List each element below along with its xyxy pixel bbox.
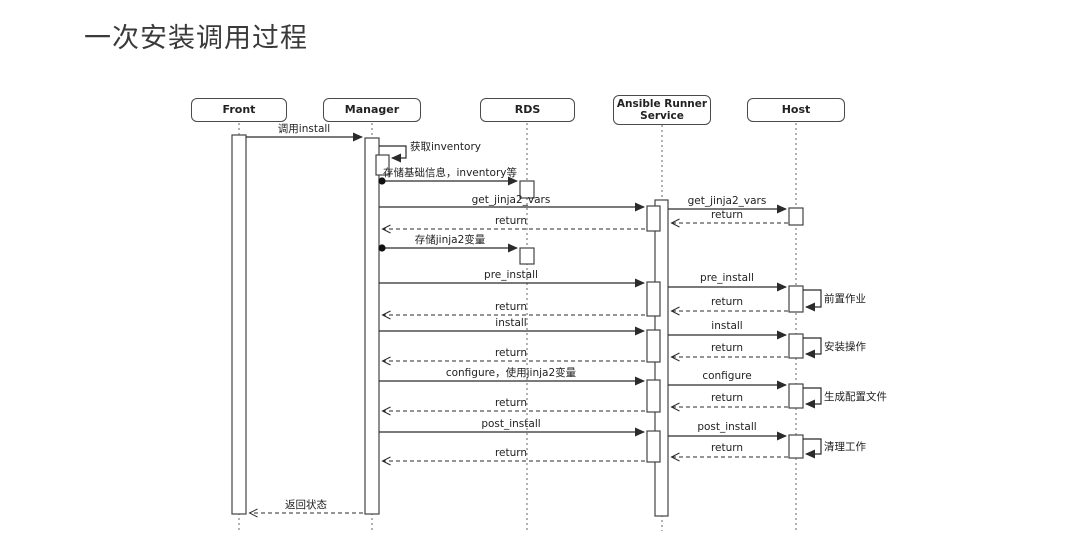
message-label-post-install-1: post_install: [481, 418, 541, 430]
page-title: 一次安装调用过程: [84, 23, 308, 54]
loop-cleanup: [803, 438, 822, 459]
participant-ansible-runner-service: Ansible Runner Service: [613, 95, 711, 125]
message-label-configure-2: configure: [702, 370, 752, 382]
activation-ars-3: [646, 329, 661, 363]
message-label-call-install: 调用install: [277, 123, 331, 135]
activation-front: [231, 134, 247, 515]
message-label-return-2: return: [494, 215, 528, 227]
message-label-return-6: return: [494, 347, 528, 359]
activation-host-4: [788, 383, 804, 409]
participant-manager-label: Manager: [344, 103, 400, 116]
self-call-loops: [379, 145, 822, 459]
activation-host-5: [788, 434, 804, 459]
participant-rds-label: RDS: [514, 103, 541, 116]
activation-ars-1: [646, 205, 661, 232]
message-label-return-4: return: [494, 301, 528, 313]
message-label-install-2: install: [711, 320, 743, 332]
loop-install-op: [803, 337, 822, 359]
message-label-store-basic-info: 存储基础信息，inventory等: [383, 167, 517, 179]
call-arrows: [246, 132, 787, 441]
activation-rds-1: [519, 180, 535, 199]
loop-gen-config: [803, 387, 822, 409]
message-label-return-9: return: [710, 442, 744, 454]
message-label-return-10: return: [494, 447, 528, 459]
participant-rds: RDS: [480, 98, 575, 122]
message-label-return-status: 返回状态: [285, 499, 327, 511]
message-label-return-8: return: [494, 397, 528, 409]
message-label-pre-install-2: pre_install: [700, 272, 754, 284]
participant-host-label: Host: [781, 103, 811, 116]
message-label-get-jinja2-vars-1: get_jinja2_vars: [471, 194, 551, 206]
message-label-pre-install-1: pre_install: [484, 269, 538, 281]
message-label-pre-work: 前置作业: [824, 293, 866, 305]
activation-ars-5: [646, 430, 661, 463]
activation-rds-2: [519, 247, 535, 265]
message-label-install-op: 安装操作: [824, 341, 866, 353]
participant-front-label: Front: [222, 103, 256, 116]
participant-host: Host: [747, 98, 845, 122]
activation-host-1: [788, 207, 804, 226]
participant-front: Front: [191, 98, 287, 122]
loop-pre-work: [803, 289, 822, 312]
activation-manager: [364, 137, 380, 515]
participant-manager: Manager: [323, 98, 421, 122]
message-label-return-1: return: [710, 209, 744, 221]
message-label-return-5: return: [710, 342, 744, 354]
activation-manager-self: [375, 154, 390, 176]
message-label-return-7: return: [710, 392, 744, 404]
activations: [231, 134, 804, 517]
message-label-return-3: return: [710, 296, 744, 308]
loop-get-inventory: [379, 145, 407, 163]
message-label-get-jinja2-vars-2: get_jinja2_vars: [687, 195, 767, 207]
message-label-configure-1: configure，使用jinja2变量: [445, 367, 577, 379]
message-label-install-1: install: [495, 317, 527, 329]
activation-host-2: [788, 285, 804, 313]
activation-ars-4: [646, 379, 661, 413]
activation-ars-2: [646, 281, 661, 317]
message-label-get-inventory: 获取inventory: [410, 141, 481, 153]
activation-host-3: [788, 333, 804, 359]
message-label-gen-config: 生成配置文件: [824, 391, 887, 403]
return-arrows: [248, 218, 788, 518]
message-label-store-jinja2-vars: 存储jinja2变量: [414, 234, 486, 246]
participant-ars-label: Ansible Runner Service: [616, 98, 708, 122]
message-label-post-install-2: post_install: [697, 421, 757, 433]
message-label-cleanup: 清理工作: [824, 441, 866, 453]
